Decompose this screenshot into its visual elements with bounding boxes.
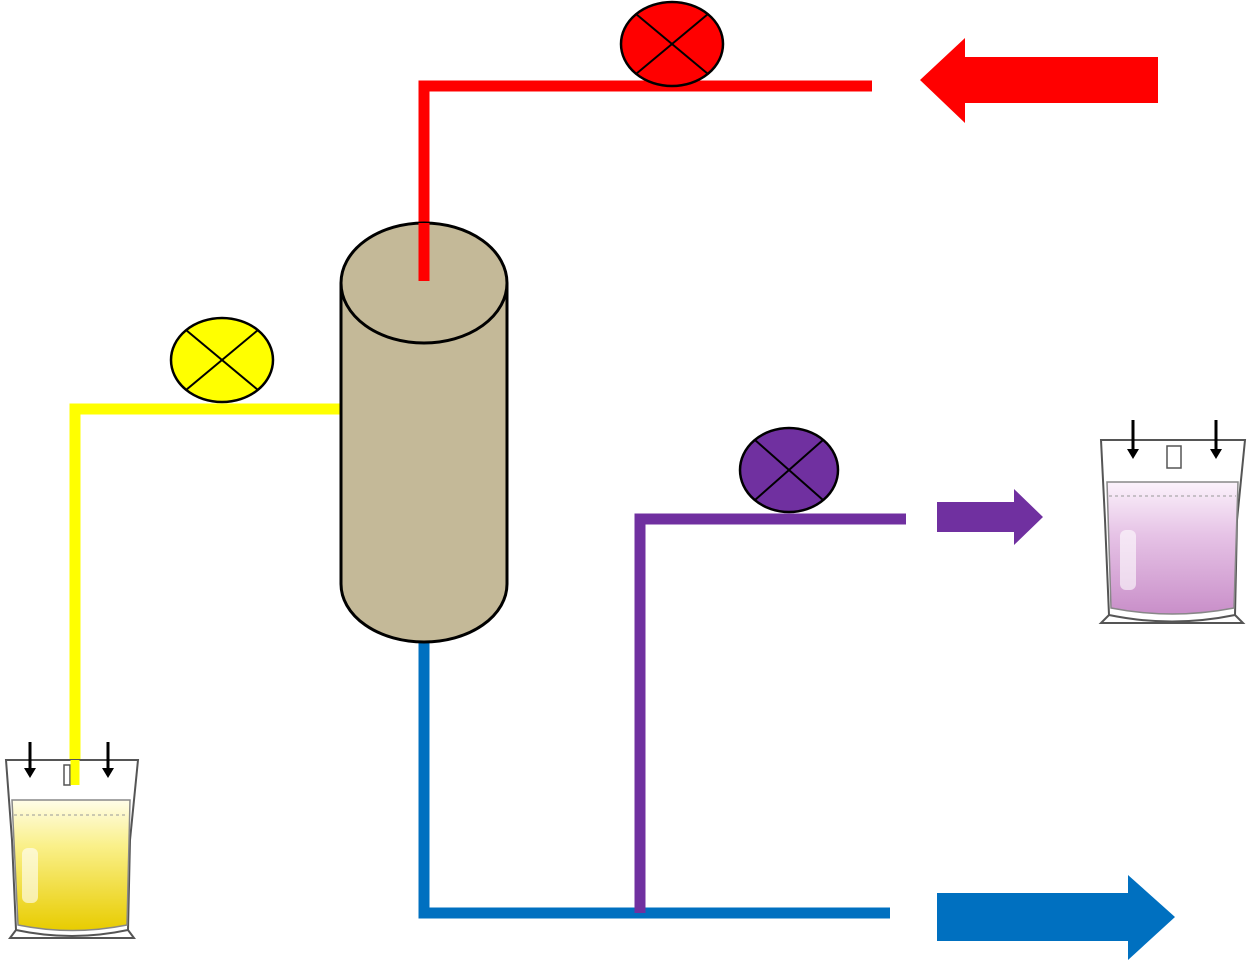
purple-product-pipe: [634, 513, 906, 913]
separation-column: [339, 221, 509, 644]
red-valve-icon[interactable]: [619, 0, 725, 88]
red-inlet-pipe: [418, 80, 872, 280]
blue-outlet-arrow-icon: [937, 875, 1175, 960]
purple-valve-icon[interactable]: [738, 426, 840, 514]
blue-outlet-pipe: [418, 640, 890, 919]
purple-outlet-arrow-icon: [937, 489, 1043, 545]
yellow-feed-bag-icon: [4, 742, 140, 939]
red-inlet-arrow-icon: [920, 38, 1158, 123]
purple-product-bag-icon: [1098, 420, 1247, 624]
yellow-valve-icon[interactable]: [169, 316, 275, 404]
yellow-feed-pipe: [69, 403, 342, 768]
